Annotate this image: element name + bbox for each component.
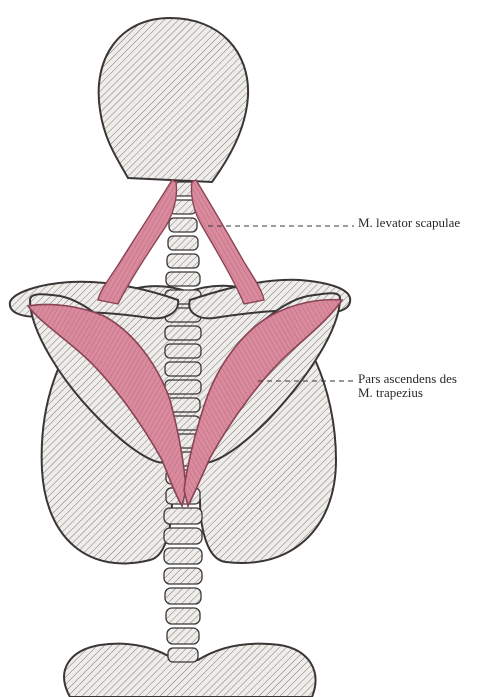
skull (99, 18, 248, 182)
label-levator-scapulae: M. levator scapulae (358, 216, 460, 230)
label-pars-line2: M. trapezius (358, 386, 457, 400)
label-pars-line1: Pars ascendens des (358, 372, 457, 386)
levator-scapulae-left (98, 180, 177, 304)
label-pars-ascendens: Pars ascendens des M. trapezius (358, 372, 457, 400)
